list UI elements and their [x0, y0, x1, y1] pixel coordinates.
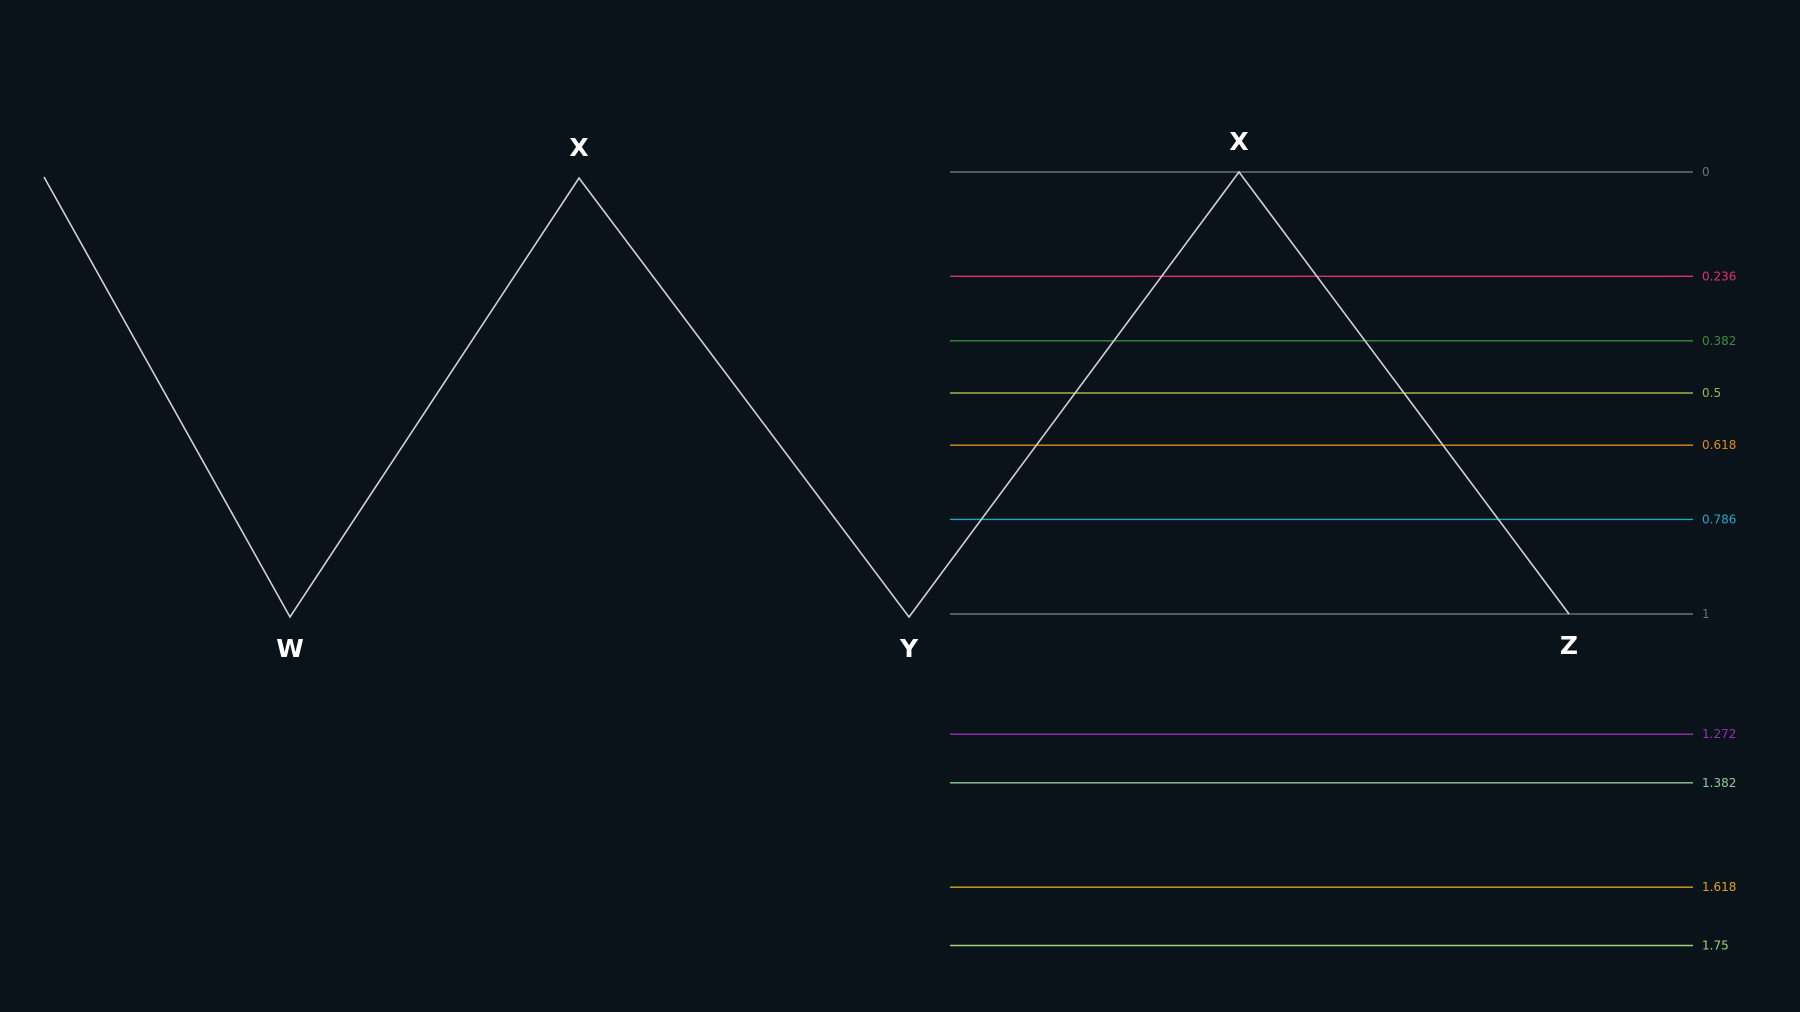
wave-label-z-5: Z — [1560, 631, 1578, 660]
fib-level-label-0-618: 0.618 — [1702, 438, 1736, 452]
fib-level-label-0: 0 — [1702, 165, 1710, 179]
fib-level-label-0-382: 0.382 — [1702, 334, 1736, 348]
wave-line — [43, 170, 1570, 619]
wave-label-x-4: X — [1229, 127, 1248, 156]
fib-level-label-1-382: 1.382 — [1702, 776, 1736, 790]
fib-level-label-1-75: 1.75 — [1702, 939, 1729, 953]
fib-level-labels: 0 0.236 0.382 0.5 0.618 0.786 1 1.272 1.382 1.618… — [1702, 165, 1736, 953]
fib-level-label-1-618: 1.618 — [1702, 880, 1736, 894]
wave-label-x-2: X — [569, 133, 588, 162]
fib-level-lines — [950, 171, 1693, 947]
wave-label-y-3: Y — [899, 634, 919, 663]
fib-level-label-1: 1 — [1702, 607, 1710, 621]
fib-level-label-1-272: 1.272 — [1702, 727, 1736, 741]
fib-level-label-0-5: 0.5 — [1702, 386, 1721, 400]
wave-label-w-1: W — [276, 634, 304, 663]
wave-point-labels: W X Y X Z — [276, 127, 1578, 663]
fib-level-label-0-236: 0.236 — [1702, 269, 1736, 283]
fib-level-label-0-786: 0.786 — [1702, 512, 1736, 526]
